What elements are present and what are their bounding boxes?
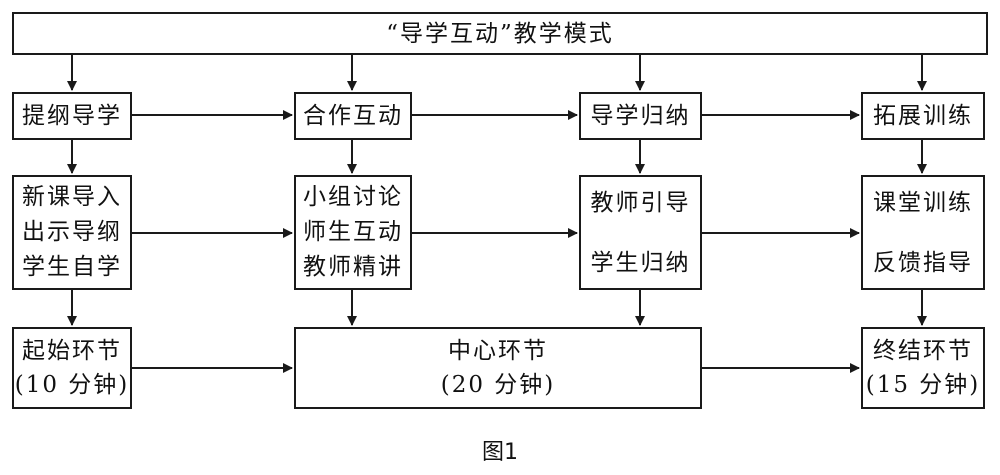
detail-box-2: 小组讨论 师生互动 教师精讲 bbox=[294, 175, 412, 290]
stage-box-end: 终结环节 (15 分钟) bbox=[861, 327, 985, 409]
figure-caption: 图1 bbox=[482, 440, 518, 465]
detail-line: 学生自学 bbox=[22, 254, 122, 280]
detail-line: 课堂训练 bbox=[873, 189, 973, 216]
title-box: “导学互动”教学模式 bbox=[12, 12, 988, 55]
detail-line: 学生归纳 bbox=[590, 249, 691, 276]
detail-box-3: 教师引导 学生归纳 bbox=[579, 175, 702, 290]
detail-line: 教师精讲 bbox=[303, 254, 403, 280]
stage-duration: (20 分钟) bbox=[440, 372, 556, 398]
header-box-3: 导学归纳 bbox=[579, 92, 702, 140]
stage-name: 终结环节 bbox=[873, 338, 973, 364]
stage-duration: (15 分钟) bbox=[865, 372, 981, 398]
detail-line: 教师引导 bbox=[590, 189, 691, 216]
header-label: 拓展训练 bbox=[873, 103, 973, 129]
detail-box-1: 新课导入 出示导纲 学生自学 bbox=[12, 175, 132, 290]
stage-duration: (10 分钟) bbox=[14, 372, 130, 398]
header-label: 导学归纳 bbox=[590, 103, 691, 129]
header-box-1: 提纲导学 bbox=[12, 92, 132, 140]
detail-line: 新课导入 bbox=[22, 184, 122, 210]
detail-line: 反馈指导 bbox=[873, 249, 973, 276]
stage-box-center: 中心环节 (20 分钟) bbox=[294, 327, 702, 409]
header-box-2: 合作互动 bbox=[294, 92, 412, 140]
header-label: 提纲导学 bbox=[22, 103, 122, 129]
detail-line: 师生互动 bbox=[303, 219, 403, 245]
stage-name: 起始环节 bbox=[22, 338, 122, 364]
stage-name: 中心环节 bbox=[448, 338, 548, 364]
title-text: “导学互动”教学模式 bbox=[386, 20, 614, 47]
detail-box-4: 课堂训练 反馈指导 bbox=[861, 175, 985, 290]
stage-box-start: 起始环节 (10 分钟) bbox=[12, 327, 132, 409]
detail-line: 出示导纲 bbox=[22, 219, 122, 245]
detail-line: 小组讨论 bbox=[303, 184, 403, 210]
header-label: 合作互动 bbox=[303, 103, 403, 129]
header-box-4: 拓展训练 bbox=[861, 92, 985, 140]
